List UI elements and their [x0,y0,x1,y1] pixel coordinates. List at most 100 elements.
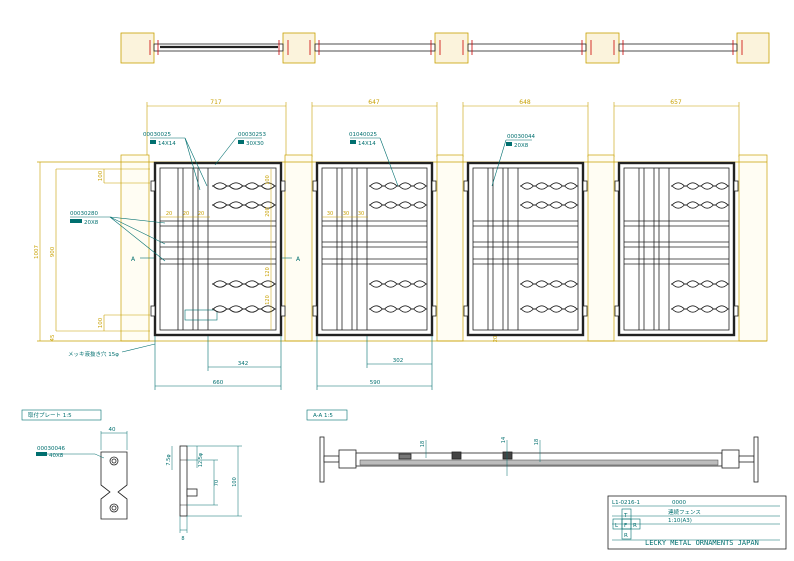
twist-segment [228,305,244,313]
twist-segment [715,182,729,190]
dim-bottom-band: 100 [98,317,104,328]
title-drawing-no: L1-0216-1 [612,500,640,506]
dim-s1: 100 [265,175,271,185]
section-hatch [359,459,719,466]
inner-dims-panel-1 [160,169,368,330]
twist-segment [212,201,228,209]
twist-segment [212,182,228,190]
twist-segment [244,182,260,190]
dim-gap-2: 20 [183,211,189,217]
twist-segment [520,305,534,313]
dim-panel-2-offset: 302 [393,358,404,364]
part-number-4: 00030044 [507,134,535,140]
twist-segment [520,201,534,209]
plate-detail: 取付プレート 1:5 40 00030046 40X8 [21,409,242,542]
twist-segment [398,201,412,209]
fence-panel-2 [315,161,434,337]
twist-segment [413,280,427,288]
twist-segment [413,305,427,313]
twist-segment [564,280,578,288]
twist-segment [564,182,578,190]
dim-panel-2-width: 647 [368,99,380,106]
twist-segment [549,182,563,190]
callout-labels: 00030025 14X14 00030253 30X30 01040025 1… [70,132,535,226]
callout-leaders [70,137,532,262]
twist-segment [700,201,714,209]
part-size-5: 20X8 [84,220,99,226]
callout-badges [70,140,512,223]
plate-height-inner: 70 [214,480,220,486]
dim-panel-2-bottom: 590 [370,380,381,386]
dim-gap-1: 20 [166,211,172,217]
twist-segment [564,201,578,209]
twist-segment [700,182,714,190]
twist-segment [686,201,700,209]
dim-gap-4: 30 [327,211,333,217]
title-box-r: R [633,523,637,529]
twist-segment [549,305,563,313]
plate-part-number: 00030046 [37,446,65,452]
plan-rails [153,43,738,52]
dim-top-band: 100 [98,170,104,181]
part-size-3: 14X14 [358,141,376,147]
dim-s2: 200 [265,207,271,217]
top-dimension-labels: 717 647 648 657 [210,99,682,106]
title-scale: 1:10(A3) [668,518,692,524]
dim-gap-5: 30 [343,211,349,217]
section-dims [425,440,541,476]
plate-hole-large: 12.5φ [198,452,204,467]
part-size-4: 20X8 [514,143,529,149]
section-mark-right: A [296,256,301,263]
plate-badge [36,452,47,456]
twist-segment [686,305,700,313]
dim-s3: 120 [265,267,271,277]
inner-dim-labels: 100 200 120 120 20 20 20 30 30 30 20 [166,175,499,342]
dim-overall-height: 1007 [34,245,40,259]
title-company: LECKY METAL ORNAMENTS JAPAN [645,539,759,547]
twist-segment [384,305,398,313]
dim-panel-1-width: 717 [210,99,222,106]
title-block: L1-0216-1 0000 連続フェンス 1:10(A3) T L F R R… [607,495,787,550]
twist-segment [398,280,412,288]
dim-panel-3-note: 20 [493,336,499,342]
twist-segment [398,182,412,190]
top-plan-view [120,32,770,64]
drain-hole-note: メッキ液抜き穴 15φ [68,350,119,358]
twist-segment [715,305,729,313]
fence-panel-3 [466,161,585,337]
twist-segment [686,280,700,288]
dim-panel-3-width: 648 [519,99,531,106]
fence-panel-4 [617,161,736,337]
plate-side [179,445,198,517]
dim-gap-6: 30 [358,211,364,217]
title-box-l: L [615,523,619,529]
twist-segment [671,305,685,313]
twist-segment [700,305,714,313]
twist-segment [244,201,260,209]
twist-segment [549,201,563,209]
twist-segment [535,280,549,288]
section-dim-3: 18 [534,439,540,445]
twist-segment [384,280,398,288]
twist-segment [398,305,412,313]
title-rev: 0000 [672,500,686,506]
part-number-3: 01040025 [349,132,377,138]
twist-segment [228,280,244,288]
dim-s4: 120 [265,295,271,305]
twist-segment [671,182,685,190]
plate-width-dim: 40 [109,427,116,433]
left-dimensions [39,162,150,341]
twist-segment [228,201,244,209]
dim-panel-4-width: 657 [670,99,682,106]
twist-segment [369,182,383,190]
plate-thickness: 8 [181,536,184,542]
twist-segment [244,280,260,288]
dim-foot: 45 [50,334,56,341]
part-size-1: 14X14 [158,141,176,147]
twist-segment [535,305,549,313]
twist-segment [244,305,260,313]
twist-segment [212,305,228,313]
part-size-2: 30X30 [246,141,264,147]
twist-segment [369,201,383,209]
